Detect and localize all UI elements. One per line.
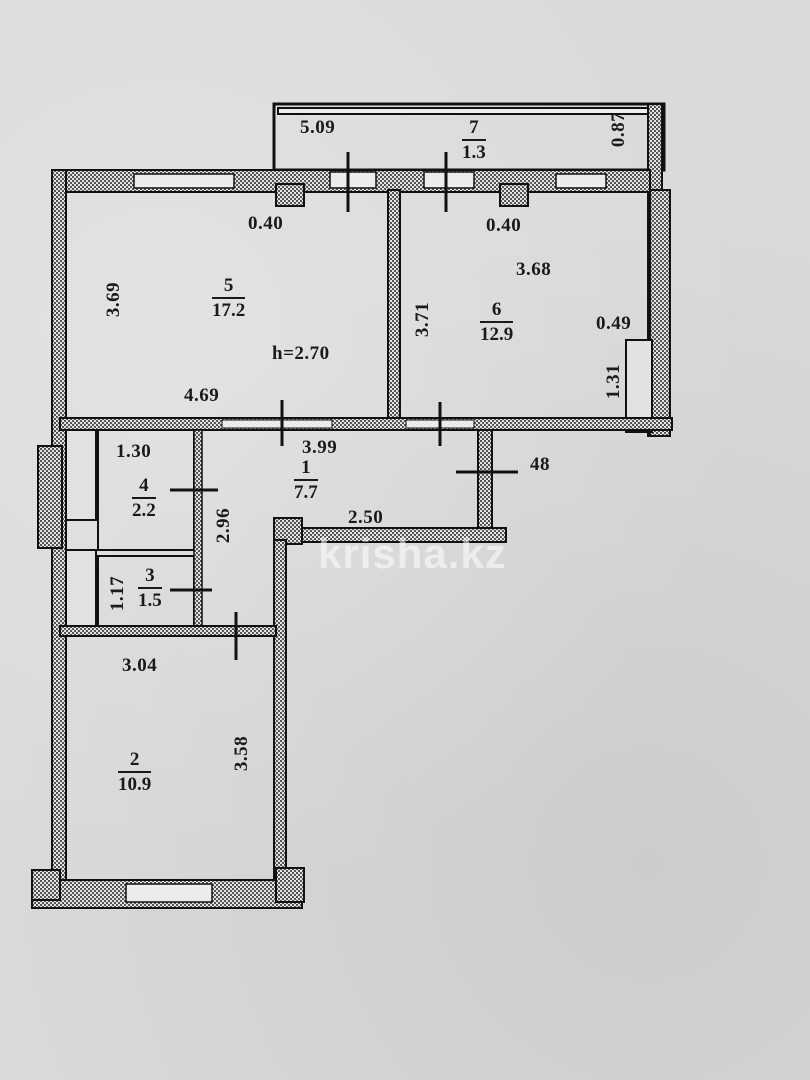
entrance-wall	[477, 429, 493, 531]
shaft-left-upper	[65, 429, 97, 521]
partition-upper-hall	[59, 417, 673, 431]
room2-right-wall	[273, 539, 287, 881]
dim-hall-length: 3.99	[302, 437, 338, 458]
room-number: 4	[132, 476, 156, 499]
room-area: 7.7	[294, 482, 318, 503]
room-1-label: 1 7.7	[294, 458, 318, 502]
dim-hall-width: 2.50	[348, 507, 384, 528]
room2-top-wall	[59, 625, 277, 637]
room-number: 5	[212, 276, 246, 299]
watermark: krisha.kz	[318, 530, 507, 577]
room-4-label: 4 2.2	[132, 476, 156, 520]
bottom-exterior-wall	[31, 867, 305, 909]
dim-room6-width: 3.68	[516, 259, 552, 280]
dim-bath-width: 1.30	[116, 441, 152, 462]
room-2-label: 2 10.9	[118, 750, 152, 795]
dim-room6-height: 3.71	[412, 301, 434, 338]
ventilation-shaft	[37, 445, 63, 549]
room-number: 1	[294, 458, 318, 481]
room-number: 3	[138, 566, 162, 589]
dim-room5-pier: 0.40	[248, 213, 284, 234]
closet-room-6	[625, 339, 653, 433]
dim-room5-height: 3.69	[103, 281, 125, 318]
room-area: 1.3	[462, 142, 486, 163]
room-5-label: 5 17.2	[212, 276, 246, 321]
room-6-label: 6 12.9	[480, 300, 514, 345]
room-7-label: 7 1.3	[462, 118, 486, 162]
ceiling-height: h=2.70	[272, 343, 330, 364]
bath-partition	[193, 429, 203, 631]
room-area: 12.9	[480, 324, 514, 345]
dim-hall-side: 2.96	[213, 507, 235, 544]
dim-room5-width: 4.69	[184, 385, 220, 406]
dim-closet-width: 0.49	[596, 313, 632, 334]
dim-balcony-length: 5.09	[300, 117, 336, 138]
room-area: 2.2	[132, 500, 156, 521]
shaft-left-lower	[65, 549, 97, 627]
room-area: 17.2	[212, 300, 246, 321]
dim-room6-pier: 0.40	[486, 215, 522, 236]
dim-wc-length: 1.17	[107, 575, 129, 612]
top-exterior-wall	[51, 169, 651, 207]
dim-balcony-depth: 0.87	[608, 111, 630, 148]
column	[273, 517, 303, 545]
room-area: 10.9	[118, 774, 152, 795]
room-number: 6	[480, 300, 514, 323]
room-3-label: 3 1.5	[138, 566, 162, 610]
dim-room2-width: 3.04	[122, 655, 158, 676]
room-number: 7	[462, 118, 486, 141]
room-number: 2	[118, 750, 152, 773]
room-area: 1.5	[138, 590, 162, 611]
right-exterior-wall	[649, 189, 671, 437]
partition-5-6	[387, 189, 401, 421]
dim-hall-door: 48	[530, 454, 550, 475]
dim-closet-length: 1.31	[603, 363, 625, 400]
dim-room2-height: 3.58	[231, 735, 253, 772]
door-marks	[170, 152, 518, 660]
doorway-room5	[221, 419, 333, 429]
